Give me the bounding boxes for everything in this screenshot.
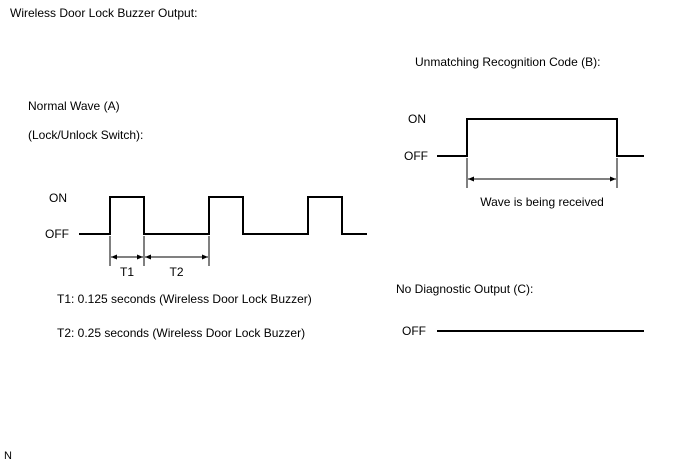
normal-wave-off-label: OFF (45, 227, 69, 241)
t1-label: T1 (119, 265, 134, 279)
t2-note: T2: 0.25 seconds (Wireless Door Lock Buz… (57, 326, 306, 340)
receiving-span-dimension (466, 158, 618, 188)
no-output-heading: No Diagnostic Output (C): (396, 282, 534, 296)
unmatching-heading: Unmatching Recognition Code (B): (415, 55, 601, 69)
normal-wave-signal (79, 196, 367, 235)
t2-label: T2 (169, 265, 184, 279)
t1-note: T1: 0.125 seconds (Wireless Door Lock Bu… (57, 292, 312, 306)
receiving-span-arrowheads (468, 176, 616, 182)
normal-wave-heading: Normal Wave (A) (28, 99, 120, 113)
timing-dimensions (109, 236, 210, 266)
normal-wave-subheading: (Lock/Unlock Switch): (28, 128, 144, 142)
normal-wave-on-label: ON (49, 191, 67, 205)
unmatching-on-label: ON (408, 112, 426, 126)
no-output-off-label: OFF (402, 324, 426, 338)
corner-mark: N (4, 450, 12, 462)
receiving-span-label: Wave is being received (480, 195, 604, 209)
page-title: Wireless Door Lock Buzzer Output: (10, 6, 198, 20)
unmatching-off-label: OFF (404, 149, 428, 163)
unmatching-wave-signal (437, 118, 644, 157)
timing-arrowheads (111, 254, 208, 260)
